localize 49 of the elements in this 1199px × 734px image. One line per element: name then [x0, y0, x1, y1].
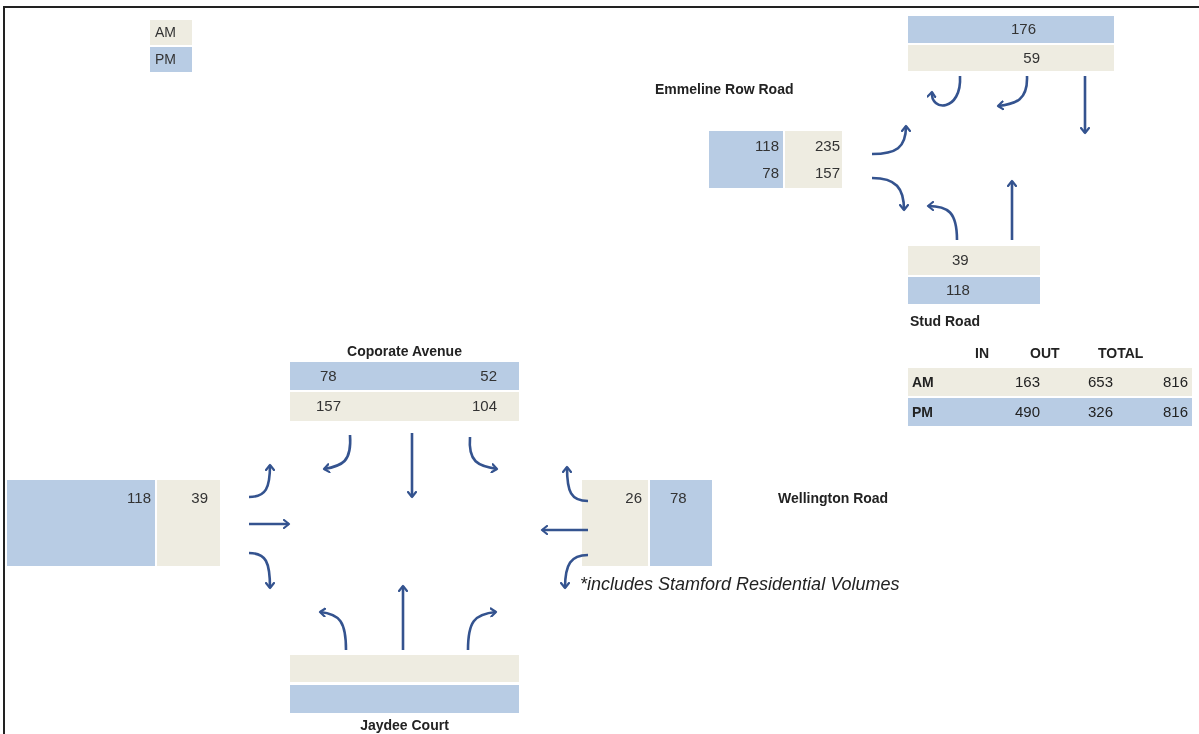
volume-band [908, 16, 1114, 43]
volume-value: 78 [320, 367, 337, 385]
road-name: Stud Road [910, 312, 981, 331]
volume-value: 157 [814, 164, 840, 182]
volume-value: 157 [316, 397, 342, 415]
volume-band [908, 277, 1040, 304]
legend-label: AM [155, 23, 176, 42]
table-value: 490 [1013, 402, 1040, 422]
volume-value: 104 [471, 397, 497, 415]
volume-band [650, 480, 712, 566]
volume-value: 59 [1023, 49, 1040, 67]
volume-value: 235 [814, 137, 840, 155]
table-header: IN [975, 344, 990, 363]
volume-value: 39 [952, 251, 969, 269]
table-value: 163 [1013, 372, 1040, 392]
volume-band [785, 131, 842, 188]
volume-value: 118 [755, 137, 779, 155]
volume-band [582, 480, 648, 566]
road-name: Wellington Road [778, 489, 890, 508]
volume-value: 26 [625, 489, 642, 507]
table-header: AM [912, 373, 935, 392]
volume-value: 118 [127, 489, 151, 507]
volume-value: 78 [670, 489, 687, 507]
volume-band [157, 480, 220, 566]
table-header: OUT [1030, 344, 1061, 363]
volume-value: 39 [191, 489, 208, 507]
volume-band [7, 480, 155, 566]
volume-value: 176 [1010, 20, 1036, 38]
table-header: TOTAL [1098, 344, 1145, 363]
volume-value: 78 [762, 164, 779, 182]
volume-band [290, 362, 519, 390]
empty-volume-bar [290, 685, 519, 713]
table-value: 326 [1086, 402, 1113, 422]
table-value: 816 [1161, 372, 1188, 392]
table-value: 816 [1161, 402, 1188, 422]
volume-value: 118 [946, 281, 970, 299]
empty-volume-bar [290, 655, 519, 682]
volume-band [709, 131, 783, 188]
table-header: PM [912, 403, 934, 422]
volume-band [290, 392, 519, 421]
road-name: Jaydee Court [359, 716, 450, 734]
footnote: *includes Stamford Residential Volumes [580, 574, 901, 594]
table-value: 653 [1086, 372, 1113, 392]
volume-band [908, 246, 1040, 275]
road-name: Emmeline Row Road [655, 80, 795, 99]
legend-label: PM [155, 50, 176, 69]
volume-band [908, 45, 1114, 71]
volume-value: 52 [480, 367, 497, 385]
road-name: Coporate Avenue [346, 342, 463, 361]
